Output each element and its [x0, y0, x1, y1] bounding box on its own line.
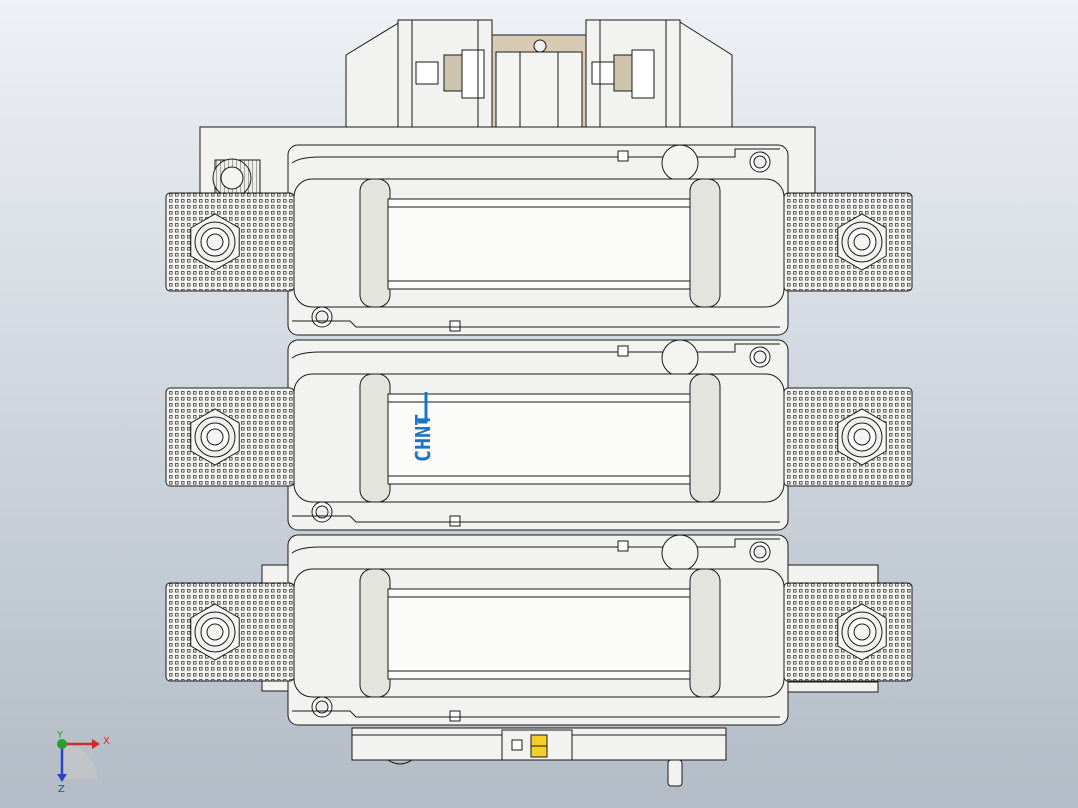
y-axis-dot: [57, 739, 67, 749]
arc-chute-window: [387, 393, 691, 485]
bottom-base: [351, 727, 727, 787]
arc-chute-window: [387, 588, 691, 680]
x-axis-label: X: [103, 736, 110, 747]
z-axis-label: Z: [58, 784, 65, 795]
axis-triad: X Y Z: [56, 730, 110, 795]
pole-3: [165, 534, 913, 726]
pole-1: [165, 144, 913, 336]
indicator-window: [511, 739, 523, 751]
y-axis-label: Y: [56, 730, 64, 741]
arc-chute-window: [387, 198, 691, 290]
pole-2: [165, 339, 913, 531]
top-auxiliary-block: [345, 19, 733, 145]
poles-group: [165, 144, 913, 726]
brand-logo: CHNT: [411, 392, 435, 462]
